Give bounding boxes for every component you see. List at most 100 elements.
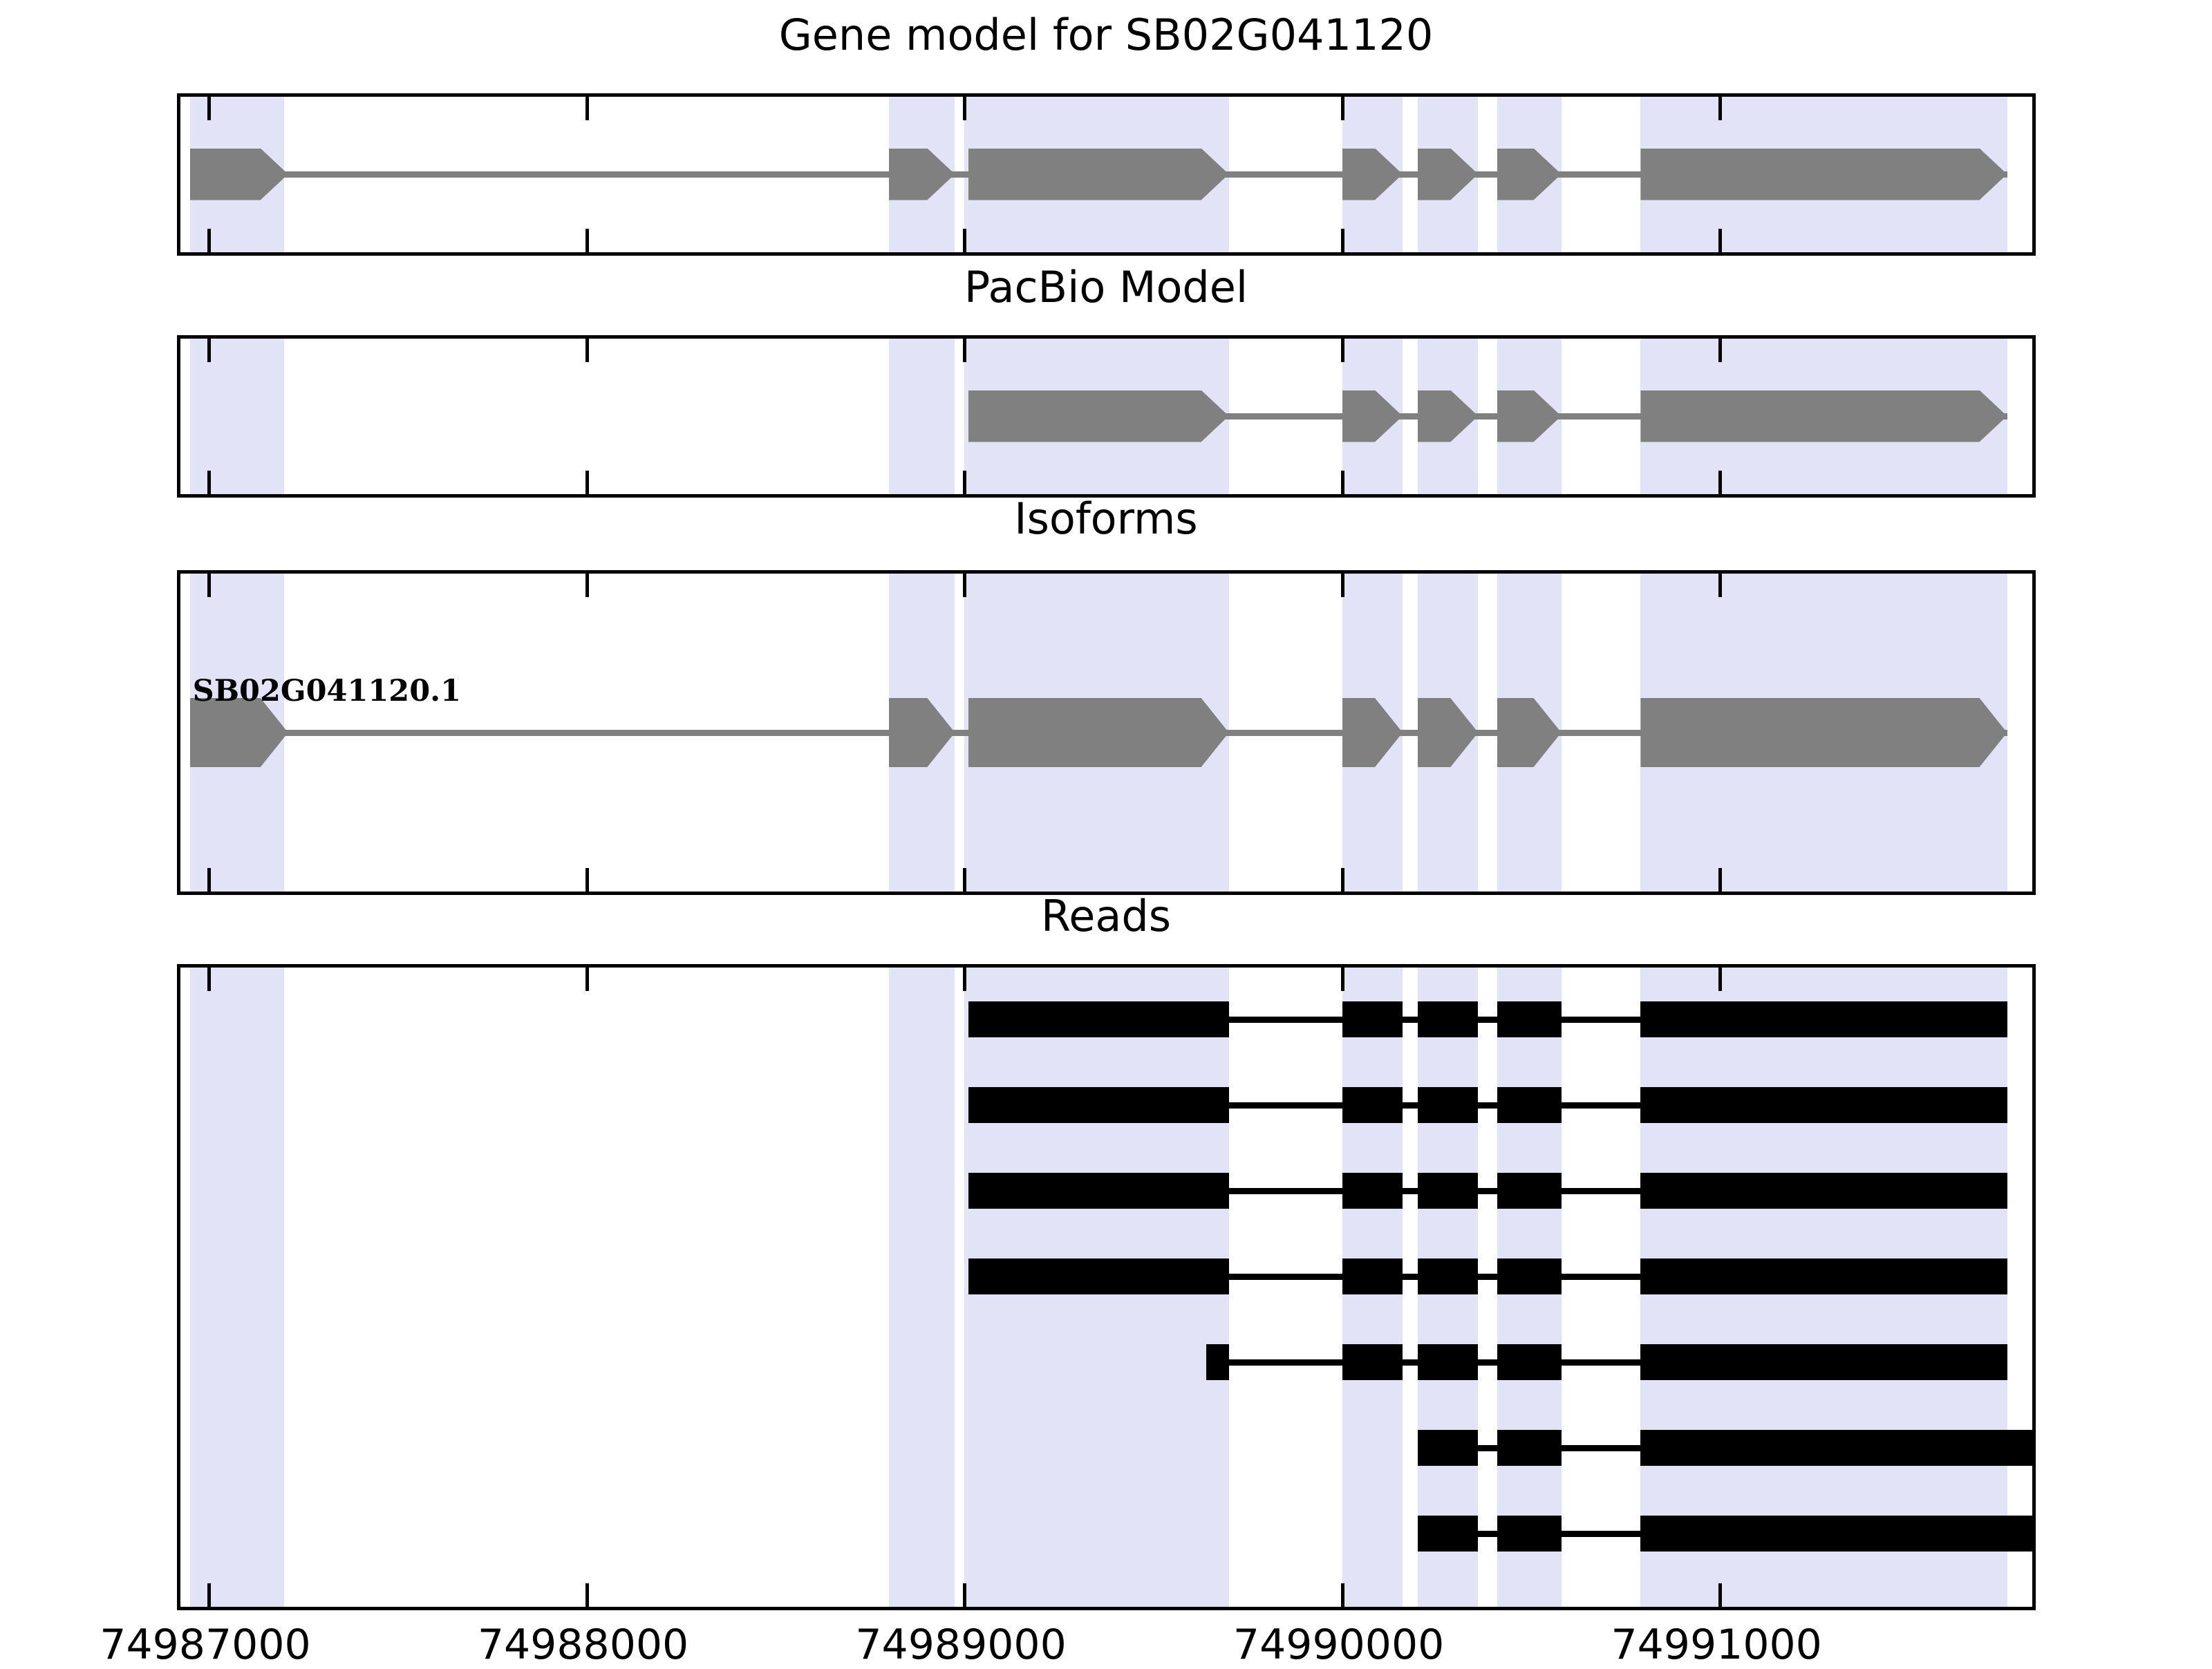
axis-tick (963, 968, 967, 991)
axis-tick (207, 229, 211, 252)
pacbio-model-panel (177, 335, 2036, 498)
axis-tick (1340, 229, 1344, 252)
axis-tick (963, 1583, 967, 1607)
read-block (1342, 1001, 1403, 1037)
read-block (1342, 1344, 1403, 1380)
axis-tick (1718, 97, 1723, 120)
read-block (1417, 1087, 1479, 1123)
exon (968, 390, 1229, 442)
exon (1640, 148, 2007, 200)
axis-tick (1718, 229, 1723, 252)
axis-tick (1340, 339, 1344, 362)
axis-tick (963, 868, 967, 892)
read-block (1497, 1516, 1562, 1552)
axis-tick (207, 97, 211, 120)
reads-title: Reads (1040, 891, 1172, 941)
read-block (1497, 1258, 1562, 1294)
read-connector (968, 1017, 2007, 1023)
highlight-band (888, 968, 955, 1607)
read-connector (968, 1188, 2007, 1194)
intron-line (968, 413, 2007, 419)
axis-tick (585, 1583, 589, 1607)
read-block (1497, 1344, 1562, 1380)
read-block (1342, 1258, 1403, 1294)
axis-tick (1340, 574, 1344, 597)
x-tick-label: 74990000 (1232, 1621, 1445, 1669)
axis-tick (963, 471, 967, 494)
axis-tick (1340, 471, 1344, 494)
x-tick-label: 74987000 (100, 1621, 311, 1669)
highlight-band (189, 339, 285, 494)
read-block (968, 1001, 1229, 1037)
read-block (1417, 1430, 1479, 1466)
axis-tick (1340, 1583, 1344, 1607)
read-block (1417, 1258, 1479, 1294)
read-block (1640, 1516, 2032, 1552)
read-block (1497, 1173, 1562, 1209)
axis-tick (585, 868, 589, 892)
isoforms-title: Isoforms (1014, 493, 1198, 544)
gene-model-panel (177, 93, 2036, 256)
axis-tick (1718, 471, 1723, 494)
read-block (1206, 1344, 1229, 1380)
axis-tick (585, 97, 589, 120)
axis-tick (207, 574, 211, 597)
axis-tick (963, 97, 967, 120)
axis-tick (1340, 968, 1344, 991)
gene-model-title: Gene model for SB02G041120 (778, 10, 1434, 60)
read-block (968, 1087, 1229, 1123)
read-connector (1206, 1359, 2007, 1366)
read-block (1497, 1087, 1562, 1123)
x-tick-label: 74991000 (1611, 1621, 1822, 1669)
axis-tick (1718, 574, 1723, 597)
x-tick-label: 74989000 (855, 1621, 1067, 1669)
axis-tick (963, 339, 967, 362)
read-connector (968, 1102, 2007, 1109)
axis-tick (207, 868, 211, 892)
axis-tick (585, 229, 589, 252)
axis-tick (963, 574, 967, 597)
axis-tick (585, 339, 589, 362)
axis-tick (1340, 868, 1344, 892)
axis-tick (585, 471, 589, 494)
read-connector (968, 1274, 2007, 1280)
axis-tick (207, 339, 211, 362)
read-block (1640, 1258, 2007, 1294)
axis-tick (585, 968, 589, 991)
read-block (1342, 1173, 1403, 1209)
axis-tick (1718, 1583, 1723, 1607)
axis-tick (207, 1583, 211, 1607)
axis-tick (207, 471, 211, 494)
exon (1640, 390, 2007, 442)
axis-tick (207, 968, 211, 991)
read-block (1640, 1344, 2007, 1380)
pacbio-model-title: PacBio Model (964, 262, 1248, 312)
read-block (1640, 1173, 2007, 1209)
axis-tick (1718, 339, 1723, 362)
axis-tick (963, 229, 967, 252)
axis-tick (1718, 868, 1723, 892)
reads-panel (177, 964, 2036, 1610)
read-block (1497, 1430, 1562, 1466)
highlight-band (888, 339, 955, 494)
read-block (968, 1258, 1229, 1294)
read-block (1417, 1516, 1479, 1552)
read-block (1417, 1173, 1479, 1209)
read-block (1417, 1344, 1479, 1380)
read-block (1497, 1001, 1562, 1037)
read-block (1640, 1430, 2032, 1466)
isoform-label: SB02G041120.1 (192, 674, 462, 708)
exon (1640, 698, 2007, 767)
exon (968, 698, 1229, 767)
axis-tick (585, 574, 589, 597)
highlight-band (189, 968, 285, 1607)
read-block (1640, 1001, 2007, 1037)
read-block (968, 1173, 1229, 1209)
axis-tick (1718, 968, 1723, 991)
read-block (1342, 1087, 1403, 1123)
x-tick-label: 74988000 (477, 1621, 689, 1669)
axis-tick (1340, 97, 1344, 120)
read-block (1640, 1087, 2007, 1123)
isoforms-panel: SB02G041120.1 (177, 570, 2036, 895)
